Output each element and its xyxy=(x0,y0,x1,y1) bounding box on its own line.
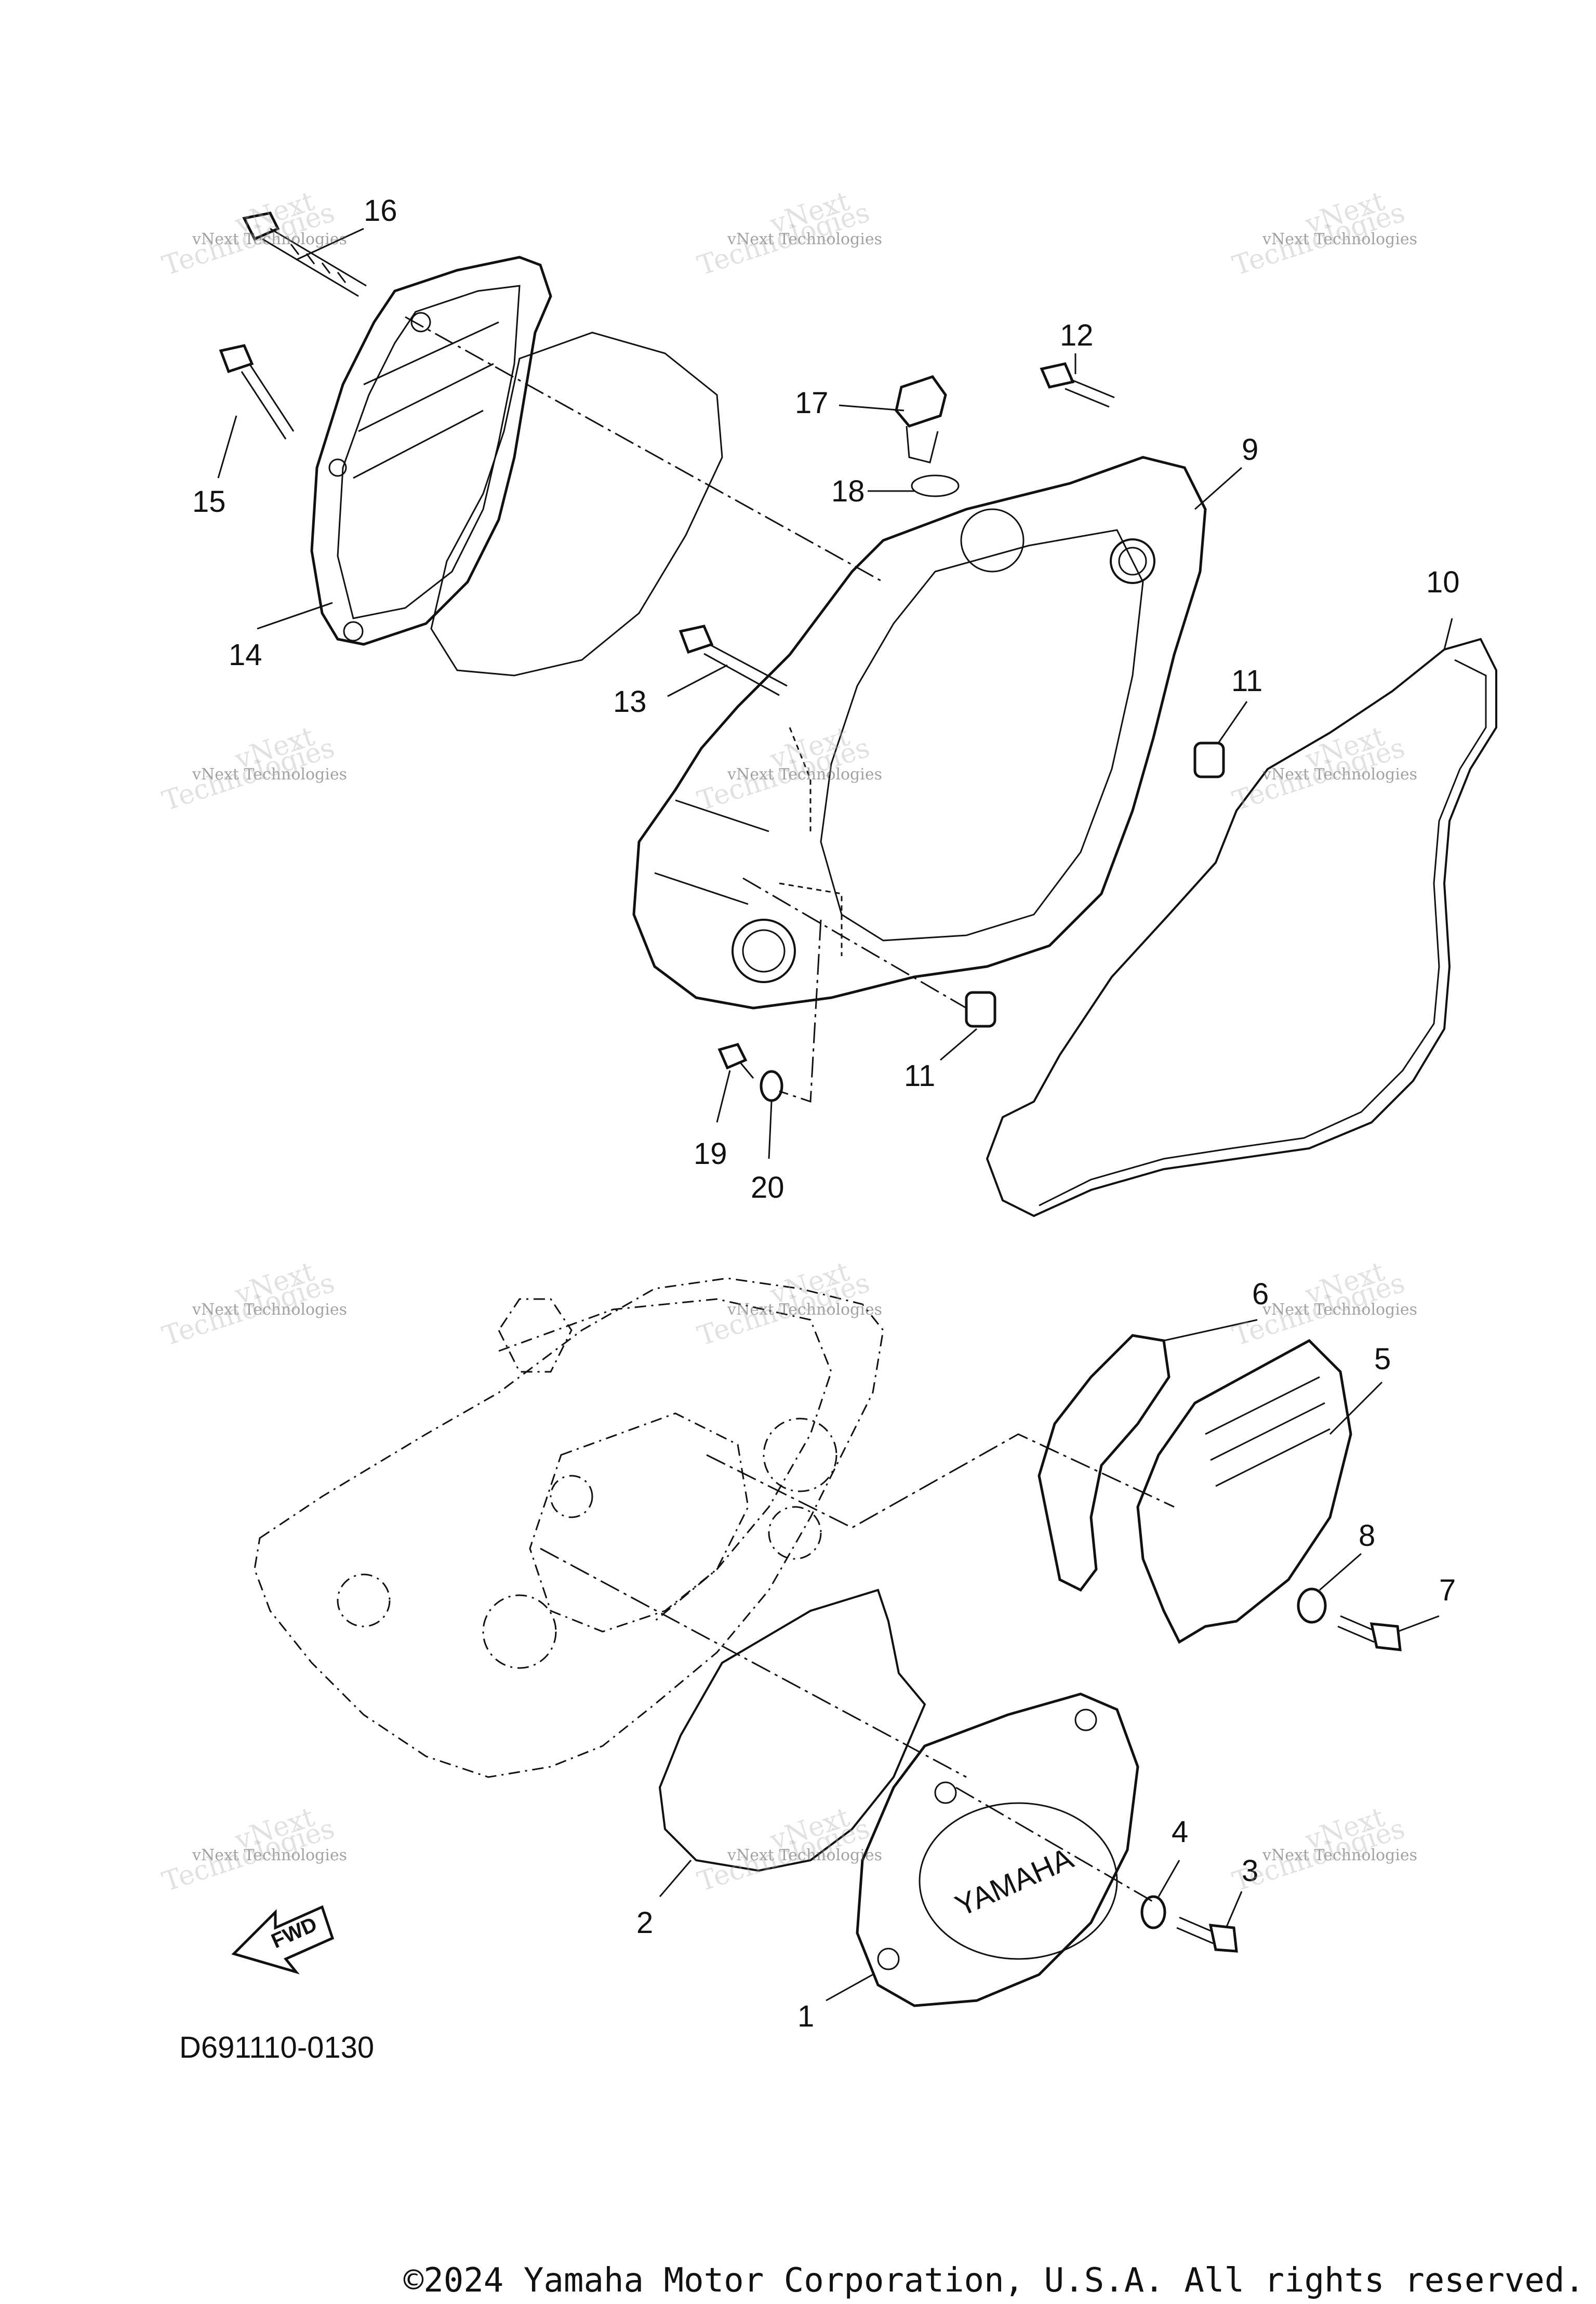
label-11-upper: 11 xyxy=(1231,664,1262,698)
label-20: 20 xyxy=(751,1171,784,1204)
part-11-dowel-upper xyxy=(1193,741,1225,778)
crankcase-ghost-outline xyxy=(254,1277,884,1778)
part-6-guide xyxy=(1038,1334,1171,1592)
part-13-bolt xyxy=(679,625,788,696)
svg-text:vNext Technologies: vNext Technologies xyxy=(727,1846,882,1864)
part-8-washer xyxy=(1297,1587,1327,1624)
part-5-cover xyxy=(1136,1339,1352,1644)
label-1: 1 xyxy=(797,2000,814,2033)
label-8: 8 xyxy=(1359,1519,1375,1553)
label-16: 16 xyxy=(364,194,397,228)
part-16-bolt xyxy=(242,211,367,297)
cover-gasket xyxy=(430,332,723,677)
label-17: 17 xyxy=(795,386,829,420)
part-11-dowel-lower xyxy=(965,991,996,1028)
watermark: vNext vNext Technologies Technologies xyxy=(1229,721,1417,817)
fwd-arrow-icon: FWD xyxy=(231,1905,335,1975)
part-7-bolt xyxy=(1337,1615,1402,1651)
svg-text:vNext Technologies: vNext Technologies xyxy=(1262,765,1417,784)
label-11-lower: 11 xyxy=(904,1059,935,1093)
label-18: 18 xyxy=(831,474,865,508)
callout-labels: 16 15 14 12 17 18 9 10 11 13 11 19 20 6 … xyxy=(192,194,1460,2033)
part-17-oil-plug xyxy=(895,375,947,464)
part-3-bolt xyxy=(1176,1916,1238,1953)
part-9-crankcase-cover xyxy=(632,456,1207,1010)
svg-text:vNext Technologies: vNext Technologies xyxy=(192,1846,347,1864)
copyright-text: ©2024 Yamaha Motor Corporation, U.S.A. A… xyxy=(404,2261,1585,2300)
label-15: 15 xyxy=(192,485,226,519)
watermark: vNext vNext Technologies Technologies xyxy=(158,1256,347,1352)
label-14: 14 xyxy=(229,638,262,672)
watermark: vNext vNext Technologies Technologies xyxy=(694,186,882,282)
part-10-gasket xyxy=(986,638,1497,1217)
part-4-washer xyxy=(1140,1895,1166,1929)
label-3: 3 xyxy=(1242,1854,1258,1888)
part-2-gasket xyxy=(658,1588,926,1872)
part-20-washer xyxy=(760,1070,783,1102)
svg-text:vNext Technologies: vNext Technologies xyxy=(192,230,347,248)
watermark: vNext vNext Technologies Technologies xyxy=(694,1802,882,1898)
watermark: vNext vNext Technologies Technologies xyxy=(158,186,347,282)
part-18-o-ring xyxy=(911,474,960,497)
part-12-bolt xyxy=(1040,362,1115,408)
label-12: 12 xyxy=(1060,319,1094,352)
part-14-clutch-cover xyxy=(310,256,552,646)
diagram-code: D691110-0130 xyxy=(179,2031,374,2064)
part-1-generator-cover xyxy=(856,1692,1139,2007)
watermark: vNext vNext Technologies Technologies xyxy=(1229,1802,1417,1898)
svg-text:vNext Technologies: vNext Technologies xyxy=(1262,1301,1417,1319)
label-2: 2 xyxy=(636,1906,653,1940)
svg-text:vNext Technologies: vNext Technologies xyxy=(727,765,882,784)
label-10: 10 xyxy=(1426,565,1460,599)
part-19-bolt xyxy=(717,1043,754,1079)
label-19: 19 xyxy=(694,1137,727,1171)
svg-text:vNext Technologies: vNext Technologies xyxy=(192,1301,347,1319)
label-7: 7 xyxy=(1439,1573,1456,1607)
watermark: vNext vNext Technologies Technologies xyxy=(1229,186,1417,282)
part-15-bolt xyxy=(219,344,295,440)
svg-text:vNext Technologies: vNext Technologies xyxy=(1262,230,1417,248)
label-6: 6 xyxy=(1252,1277,1269,1311)
watermark: vNext vNext Technologies Technologies xyxy=(158,1802,347,1898)
svg-text:vNext Technologies: vNext Technologies xyxy=(1262,1846,1417,1864)
label-5: 5 xyxy=(1374,1342,1391,1376)
label-9: 9 xyxy=(1242,433,1258,467)
watermark: vNext vNext Technologies Technologies xyxy=(158,721,347,817)
leader-lines xyxy=(217,228,1453,2002)
svg-text:vNext Technologies: vNext Technologies xyxy=(192,765,347,784)
label-4: 4 xyxy=(1172,1815,1188,1849)
svg-text:vNext Technologies: vNext Technologies xyxy=(727,1301,882,1319)
watermark: vNext vNext Technologies Technologies xyxy=(694,1256,882,1352)
svg-text:vNext Technologies: vNext Technologies xyxy=(727,230,882,248)
label-13: 13 xyxy=(613,685,647,719)
